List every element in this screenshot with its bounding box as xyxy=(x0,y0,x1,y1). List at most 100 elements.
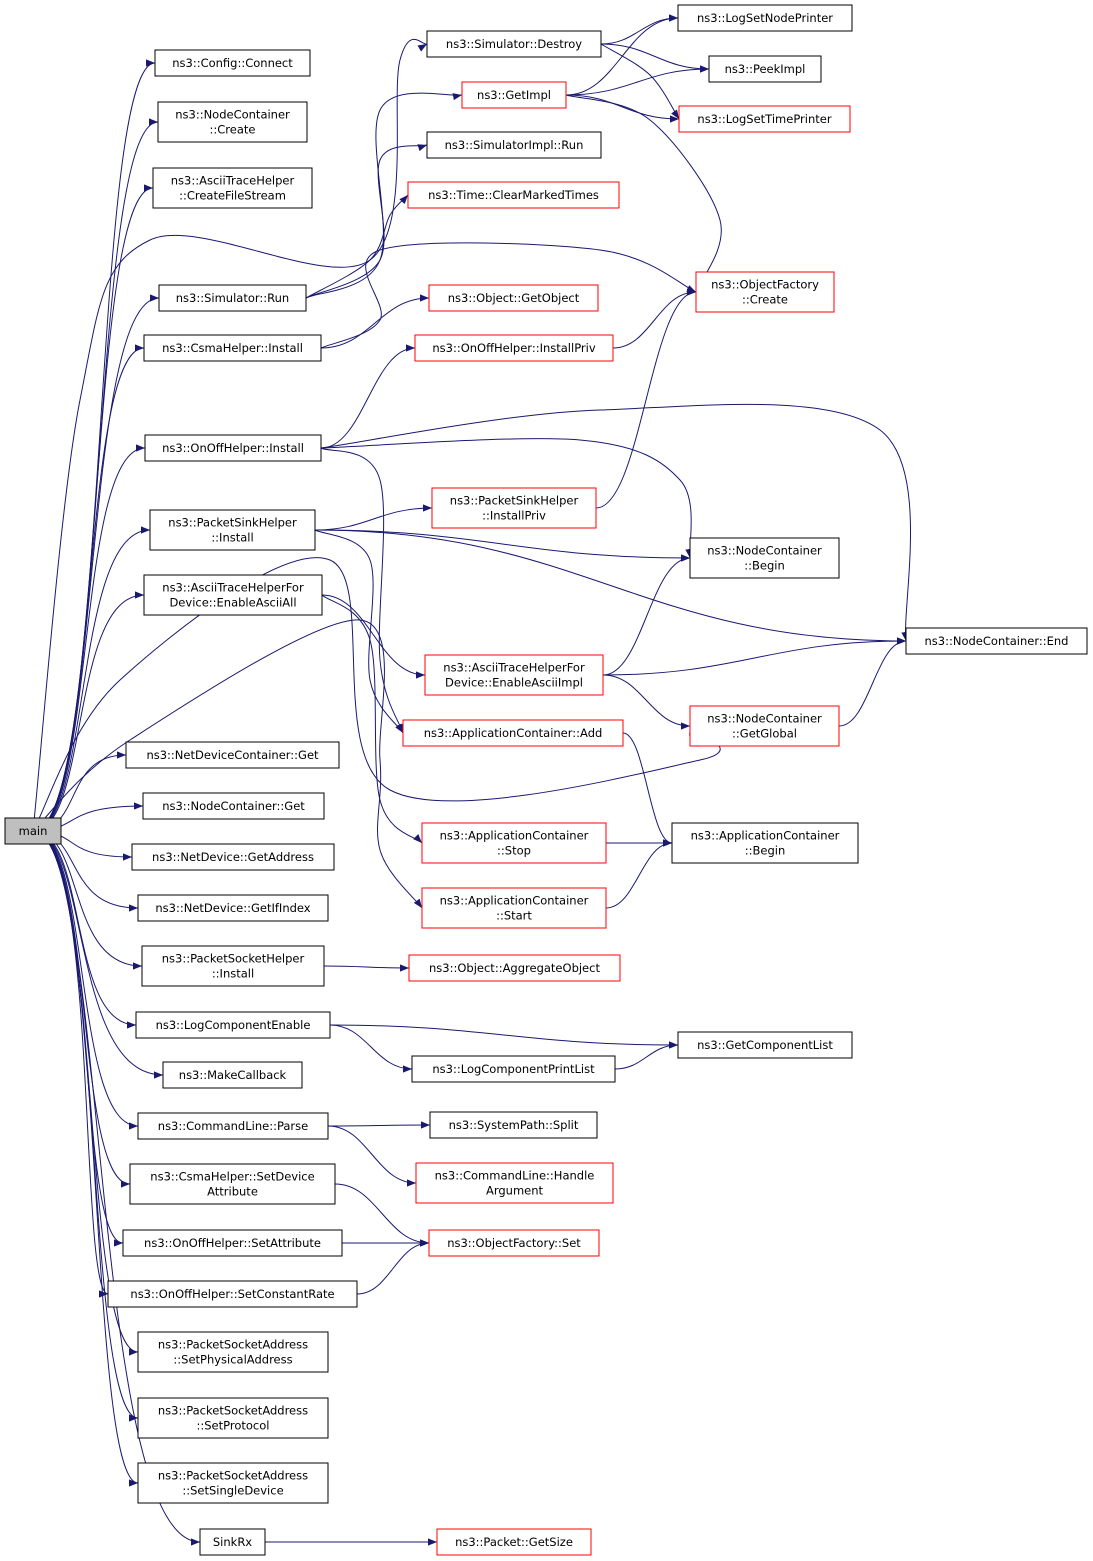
node-logsetnodeprinter[interactable]: ns3::LogSetNodePrinter xyxy=(677,4,853,32)
node-ascii-createfilestream[interactable]: ns3::AsciiTraceHelper::CreateFileStream xyxy=(152,167,313,209)
node-box xyxy=(421,887,607,929)
node-box xyxy=(158,284,307,312)
edge-onoff_installpriv-to-objectfactory_create xyxy=(612,288,697,349)
node-netdevice-getifindex[interactable]: ns3::NetDevice::GetIfIndex xyxy=(137,894,329,922)
node-label: ns3::ApplicationContainer xyxy=(691,829,840,843)
node-label: ns3::CommandLine::Handle xyxy=(435,1169,595,1183)
node-psa-setprotocol[interactable]: ns3::PacketSocketAddress::SetProtocol xyxy=(137,1397,329,1439)
node-ascii-enableall[interactable]: ns3::AsciiTraceHelperForDevice::EnableAs… xyxy=(143,574,323,616)
node-nodecontainer-end[interactable]: ns3::NodeContainer::End xyxy=(905,627,1088,655)
node-simulatorimpl-run[interactable]: ns3::SimulatorImpl::Run xyxy=(426,131,602,159)
edge-main-to-logcomponentenable xyxy=(32,830,137,1029)
edge-main-to-nodecontainer_getglobal xyxy=(32,557,721,832)
edge-commandline_parse-to-systempath_split xyxy=(327,1121,431,1129)
node-box xyxy=(689,537,840,579)
node-csma-install[interactable]: ns3::CsmaHelper::Install xyxy=(143,334,322,362)
node-objectfactory-set[interactable]: ns3::ObjectFactory::Set xyxy=(428,1229,600,1257)
node-label: ::GetGlobal xyxy=(732,727,797,741)
node-box xyxy=(708,55,822,83)
node-label: ns3::CommandLine::Parse xyxy=(158,1119,308,1133)
node-box xyxy=(142,792,325,820)
node-logcomponentenable[interactable]: ns3::LogComponentEnable xyxy=(135,1011,331,1039)
node-appcontainer-begin[interactable]: ns3::ApplicationContainer::Begin xyxy=(671,822,859,864)
edge-logcomponentenable-to-logcomponentprintlist xyxy=(329,1024,413,1073)
node-box xyxy=(424,654,604,696)
edge-getimpl-to-peekimpl xyxy=(565,65,710,96)
node-onoff-setattribute[interactable]: ns3::OnOffHelper::SetAttribute xyxy=(122,1229,343,1257)
node-box xyxy=(107,1280,358,1308)
node-time-clearmarked[interactable]: ns3::Time::ClearMarkedTimes xyxy=(407,181,620,209)
node-nodecontainer-create[interactable]: ns3::NodeContainer::Create xyxy=(157,101,308,143)
node-box xyxy=(426,30,602,58)
edge-nodecontainer_getglobal-to-nodecontainer_end xyxy=(838,637,907,727)
node-packetsink-installpriv[interactable]: ns3::PacketSinkHelper::InstallPriv xyxy=(431,487,597,529)
node-simulator-destroy[interactable]: ns3::Simulator::Destroy xyxy=(426,30,602,58)
edge-ascii_enableall-to-appcontainer_stop xyxy=(321,594,423,844)
node-label: ns3::LogSetNodePrinter xyxy=(697,11,833,25)
node-box xyxy=(402,719,624,747)
edge-main-to-ascii_createfilestream xyxy=(32,184,154,832)
edge-main-to-onoff_install xyxy=(32,444,146,832)
node-netdevice-getaddress[interactable]: ns3::NetDevice::GetAddress xyxy=(131,843,335,871)
edge-packetsink_install-to-nodecontainer_begin xyxy=(314,529,691,562)
node-box xyxy=(428,284,599,312)
node-packetsink-install[interactable]: ns3::PacketSinkHelper::Install xyxy=(149,509,316,551)
node-label: ns3::Time::ClearMarkedTimes xyxy=(428,188,599,202)
edge-packetsink_install-to-appcontainer_add xyxy=(314,529,404,734)
node-psa-setphysical[interactable]: ns3::PacketSocketAddress::SetPhysicalAdd… xyxy=(137,1331,329,1373)
edge-simulator_destroy-to-logsetnodeprinter xyxy=(600,14,679,45)
node-logsettimeprinter[interactable]: ns3::LogSetTimePrinter xyxy=(678,105,851,133)
node-box xyxy=(421,822,607,864)
node-box xyxy=(431,487,597,529)
node-appcontainer-stop[interactable]: ns3::ApplicationContainer::Stop xyxy=(421,822,607,864)
node-label: ns3::NodeContainer xyxy=(707,544,822,558)
edge-getimpl-to-logsetnodeprinter xyxy=(565,14,679,96)
node-packet-getsize[interactable]: ns3::Packet::GetSize xyxy=(436,1528,592,1556)
node-nodecontainer-getglobal[interactable]: ns3::NodeContainer::GetGlobal xyxy=(689,705,840,747)
node-config-connect[interactable]: ns3::Config::Connect xyxy=(154,49,311,77)
node-label: ns3::SimulatorImpl::Run xyxy=(445,138,584,152)
node-getimpl[interactable]: ns3::GetImpl xyxy=(461,81,567,109)
node-ascii-enableimpl[interactable]: ns3::AsciiTraceHelperForDevice::EnableAs… xyxy=(424,654,604,696)
node-nodecontainer-get[interactable]: ns3::NodeContainer::Get xyxy=(142,792,325,820)
node-label: ns3::CsmaHelper::SetDevice xyxy=(150,1170,314,1184)
node-box xyxy=(144,434,322,462)
node-appcontainer-add[interactable]: ns3::ApplicationContainer::Add xyxy=(402,719,624,747)
node-box xyxy=(125,741,340,769)
node-packetsocket-install[interactable]: ns3::PacketSocketHelper::Install xyxy=(141,945,325,987)
node-label: ::SetPhysicalAddress xyxy=(173,1353,292,1367)
node-peekimpl[interactable]: ns3::PeekImpl xyxy=(708,55,822,83)
node-sinkrx[interactable]: SinkRx xyxy=(199,1528,266,1556)
node-simulator-run[interactable]: ns3::Simulator::Run xyxy=(158,284,307,312)
node-systempath-split[interactable]: ns3::SystemPath::Split xyxy=(429,1111,598,1139)
node-psa-setsingledevice[interactable]: ns3::PacketSocketAddress::SetSingleDevic… xyxy=(137,1462,329,1504)
node-objectfactory-create[interactable]: ns3::ObjectFactory::Create xyxy=(695,271,835,313)
edge-simulator_destroy-to-logsettimeprinter xyxy=(600,43,680,120)
node-onoff-install[interactable]: ns3::OnOffHelper::Install xyxy=(144,434,322,462)
node-label: ::SetProtocol xyxy=(197,1419,270,1433)
node-getcomponentlist[interactable]: ns3::GetComponentList xyxy=(677,1031,853,1059)
node-makecallback[interactable]: ns3::MakeCallback xyxy=(162,1061,303,1089)
node-box xyxy=(137,1112,329,1140)
node-onoff-installpriv[interactable]: ns3::OnOffHelper::InstallPriv xyxy=(414,334,614,362)
node-label: ns3::Packet::GetSize xyxy=(455,1535,573,1549)
node-logcomponentprintlist[interactable]: ns3::LogComponentPrintList xyxy=(411,1055,616,1083)
node-netdevcontainer-get[interactable]: ns3::NetDeviceContainer::Get xyxy=(125,741,340,769)
node-box xyxy=(426,131,602,159)
node-box xyxy=(677,1031,853,1059)
node-commandline-parse[interactable]: ns3::CommandLine::Parse xyxy=(137,1112,329,1140)
node-box xyxy=(411,1055,616,1083)
node-main[interactable]: main xyxy=(4,817,62,845)
node-label: ns3::Config::Connect xyxy=(172,56,293,70)
node-appcontainer-start[interactable]: ns3::ApplicationContainer::Start xyxy=(421,887,607,929)
node-nodecontainer-begin[interactable]: ns3::NodeContainer::Begin xyxy=(689,537,840,579)
node-label: ns3::ObjectFactory::Set xyxy=(447,1236,581,1250)
node-object-getobject[interactable]: ns3::Object::GetObject xyxy=(428,284,599,312)
node-label: ns3::AsciiTraceHelperFor xyxy=(162,581,304,595)
node-onoff-setconstantrate[interactable]: ns3::OnOffHelper::SetConstantRate xyxy=(107,1280,358,1308)
node-object-aggregate[interactable]: ns3::Object::AggregateObject xyxy=(408,954,621,982)
node-label: ns3::SystemPath::Split xyxy=(449,1118,579,1132)
edge-simulator_run-to-getimpl xyxy=(305,92,463,299)
